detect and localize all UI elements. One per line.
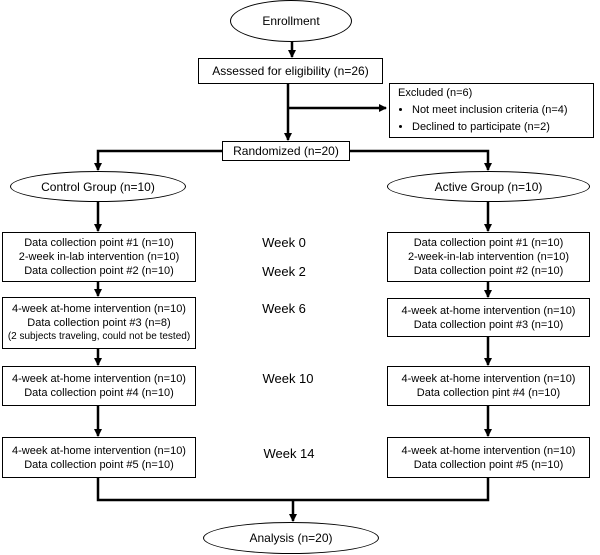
control-box-3: 4-week at-home intervention (n=10) Data …: [2, 366, 196, 406]
analysis-label: Analysis (n=20): [249, 531, 333, 545]
excluded-list: Not meet inclusion criteria (n=4) Declin…: [398, 102, 568, 136]
week-label: Week 2: [262, 264, 306, 279]
control-group-node: Control Group (n=10): [10, 171, 186, 202]
excluded-item: Not meet inclusion criteria (n=4): [412, 102, 568, 119]
control-box-2: 4-week at-home intervention (n=10) Data …: [2, 297, 196, 349]
randomized-box: Randomized (n=20): [222, 141, 350, 161]
active-box-4-line: Data collection point #5 (n=10): [413, 458, 564, 471]
active-box-3-line: 4-week at-home intervention (n=10): [401, 373, 576, 385]
control-box-2-line: Data collection point #3 (n=8): [27, 317, 171, 329]
active-box-4: 4-week at-home intervention (n=10) Data …: [387, 437, 590, 478]
active-box-1-line: Data collection point #2 (n=10): [413, 265, 564, 277]
week-label: Week 6: [262, 301, 306, 316]
active-box-2: 4-week at-home intervention (n=10) Data …: [387, 298, 590, 337]
active-group-node: Active Group (n=10): [387, 171, 590, 202]
control-box-4-line: Data collection point #5 (n=10): [24, 458, 174, 471]
active-box-2-line: Data collection point #3 (n=10): [413, 318, 564, 331]
control-box-2-note: (2 subjects traveling, could not be test…: [7, 331, 191, 342]
control-box-1-line: Data collection point #2 (n=10): [24, 265, 174, 277]
active-group-label: Active Group (n=10): [434, 179, 543, 194]
control-box-3-line: Data collection point #4 (n=10): [24, 387, 174, 399]
active-box-1-line: Data collection point #1 (n=10): [413, 237, 564, 249]
excluded-title: Excluded (n=6): [398, 87, 473, 99]
active-box-2-line: 4-week at-home intervention (n=10): [401, 304, 576, 317]
active-box-1-line: 2-week-in-lab intervention (n=10): [407, 251, 570, 263]
enrollment-node: Enrollment: [230, 0, 352, 42]
week-label: Week 10: [262, 371, 314, 386]
control-box-1: Data collection point #1 (n=10) 2-week i…: [2, 232, 196, 282]
enrollment-label: Enrollment: [262, 14, 320, 28]
assessed-box: Assessed for eligibility (n=26): [198, 58, 383, 84]
excluded-box: Excluded (n=6) Not meet inclusion criter…: [389, 83, 594, 138]
active-box-3: 4-week at-home intervention (n=10) Data …: [387, 366, 590, 406]
control-box-2-line: 4-week at-home intervention (n=10): [12, 303, 186, 315]
active-box-4-line: 4-week at-home intervention (n=10): [401, 444, 576, 457]
active-box-3-line: Data collection pint #4 (n=10): [416, 387, 561, 399]
control-box-1-line: 2-week in-lab intervention (n=10): [18, 251, 180, 263]
control-group-label: Control Group (n=10): [41, 179, 155, 194]
control-box-4: 4-week at-home intervention (n=10) Data …: [2, 437, 196, 478]
active-box-1: Data collection point #1 (n=10) 2-week-i…: [387, 232, 590, 282]
excluded-item: Declined to participate (n=2): [412, 119, 568, 136]
analysis-node: Analysis (n=20): [203, 522, 379, 554]
control-box-4-line: 4-week at-home intervention (n=10): [12, 444, 186, 457]
week-label: Week 14: [263, 446, 315, 461]
week-label: Week 0: [262, 235, 306, 250]
control-box-1-line: Data collection point #1 (n=10): [24, 237, 174, 249]
randomized-label: Randomized (n=20): [233, 144, 339, 158]
assessed-label: Assessed for eligibility (n=26): [212, 64, 369, 78]
control-box-3-line: 4-week at-home intervention (n=10): [12, 373, 186, 385]
